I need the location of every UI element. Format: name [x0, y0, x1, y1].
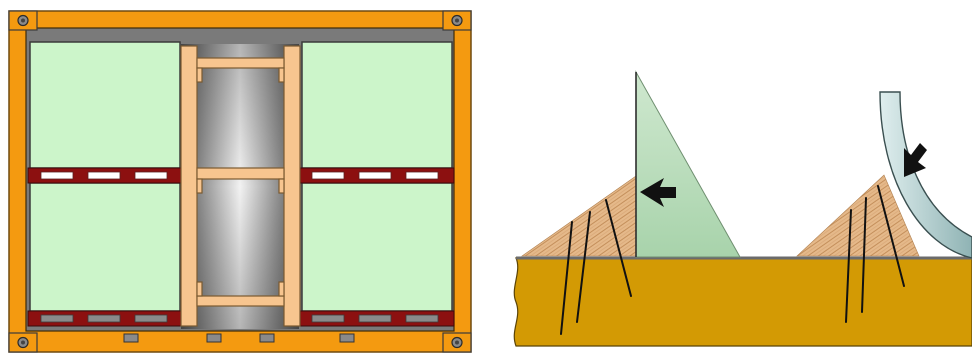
- corner-casting-bottom-right: [442, 332, 472, 353]
- curved-cargo: [879, 91, 972, 259]
- cross-brace-bottom: [196, 295, 285, 307]
- wedge-block-right: [796, 174, 920, 257]
- dunnage-strip-middle-right: [299, 167, 455, 184]
- bottom-rail-slots: [123, 333, 355, 343]
- container-top-view: [8, 10, 472, 353]
- cargo-crate-bottom-left: [29, 182, 181, 312]
- cargo-crate-top-left: [29, 41, 181, 169]
- corner-casting-bottom-left: [8, 332, 38, 353]
- nails-left: [560, 199, 632, 335]
- cross-brace-top: [196, 57, 285, 69]
- cross-brace-middle: [196, 167, 285, 180]
- dunnage-strip-middle-left: [27, 167, 183, 184]
- corner-casting-top-right: [442, 10, 472, 31]
- cargo-crate-top-right: [301, 41, 453, 169]
- wedge-chocking-side-view: [513, 70, 972, 347]
- arrow-left-indicator: [640, 178, 676, 207]
- floor-section: [513, 257, 972, 347]
- vertical-brace-left: [180, 45, 198, 327]
- cargo-crate-bottom-right: [301, 182, 453, 312]
- flat-cargo-panel: [635, 70, 741, 258]
- nails-right: [845, 185, 905, 323]
- corner-casting-top-left: [8, 10, 38, 31]
- dunnage-strip-bottom-left: [27, 310, 183, 327]
- arrow-diagonal-indicator: [904, 143, 927, 177]
- wedge-block-left: [521, 175, 637, 257]
- dunnage-strip-bottom-right: [299, 310, 455, 327]
- vertical-brace-right: [283, 45, 301, 327]
- wooden-bracing: [180, 45, 301, 327]
